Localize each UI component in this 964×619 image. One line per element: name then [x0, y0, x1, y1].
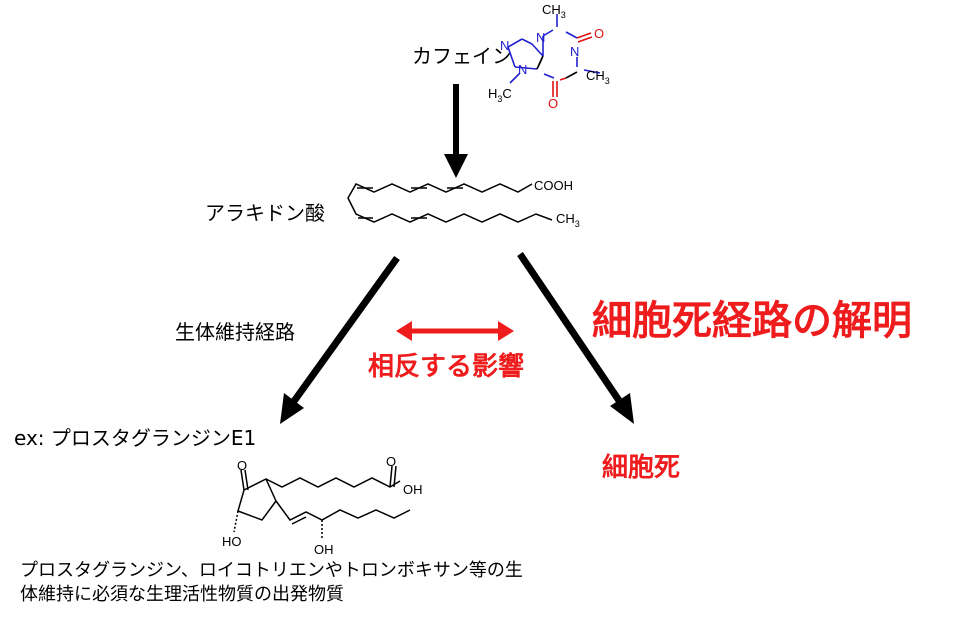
maintenance-arrow: [280, 255, 400, 424]
svg-text:H3C: H3C: [488, 86, 512, 104]
svg-text:O: O: [386, 454, 396, 469]
opposite-effects-label: 相反する影響: [368, 352, 525, 382]
caffeine-label: カフェイン: [412, 44, 512, 68]
svg-text:HO: HO: [222, 534, 242, 549]
svg-text:N: N: [518, 62, 527, 77]
note-line-2: 体維持に必須な生理活性物質の出発物質: [20, 584, 344, 605]
cell-death-arrow: [517, 252, 634, 424]
cooh-group: COOH: [534, 178, 573, 193]
example-pge1-label: ex: プロスタグランジンE1: [14, 426, 257, 450]
opposite-effects-arrow: [396, 321, 514, 341]
pge1-structure: [233, 465, 411, 540]
maintenance-pathway-label: 生体維持経路: [175, 320, 295, 344]
note-line-1: プロスタグランジン、ロイコトリエンやトロンボキサン等の生: [20, 560, 523, 581]
svg-text:N: N: [536, 30, 545, 45]
pge1-atom-labels: O O OH HO OH: [222, 454, 423, 557]
ch3-group: CH3: [556, 211, 580, 229]
svg-text:OH: OH: [314, 542, 334, 557]
svg-text:O: O: [594, 26, 604, 41]
svg-text:OH: OH: [403, 482, 423, 497]
arachidonic-acid-label: アラキドン酸: [205, 201, 325, 225]
arachidonic-acid-structure: [347, 183, 553, 223]
caffeine-to-aa-arrow: [444, 84, 468, 178]
svg-text:CH3: CH3: [586, 68, 610, 86]
cell-death-label: 細胞死: [602, 453, 681, 483]
svg-text:O: O: [237, 458, 247, 473]
svg-text:N: N: [500, 38, 509, 53]
caffeine-structure: [507, 14, 601, 97]
caffeine-atom-labels: CH3 N N O N CH3 N H3C O: [488, 2, 610, 111]
cell-death-pathway-title: 細胞死経路の解明: [592, 298, 912, 344]
svg-text:N: N: [570, 44, 579, 59]
svg-text:O: O: [548, 96, 558, 111]
svg-text:CH3: CH3: [542, 2, 566, 20]
